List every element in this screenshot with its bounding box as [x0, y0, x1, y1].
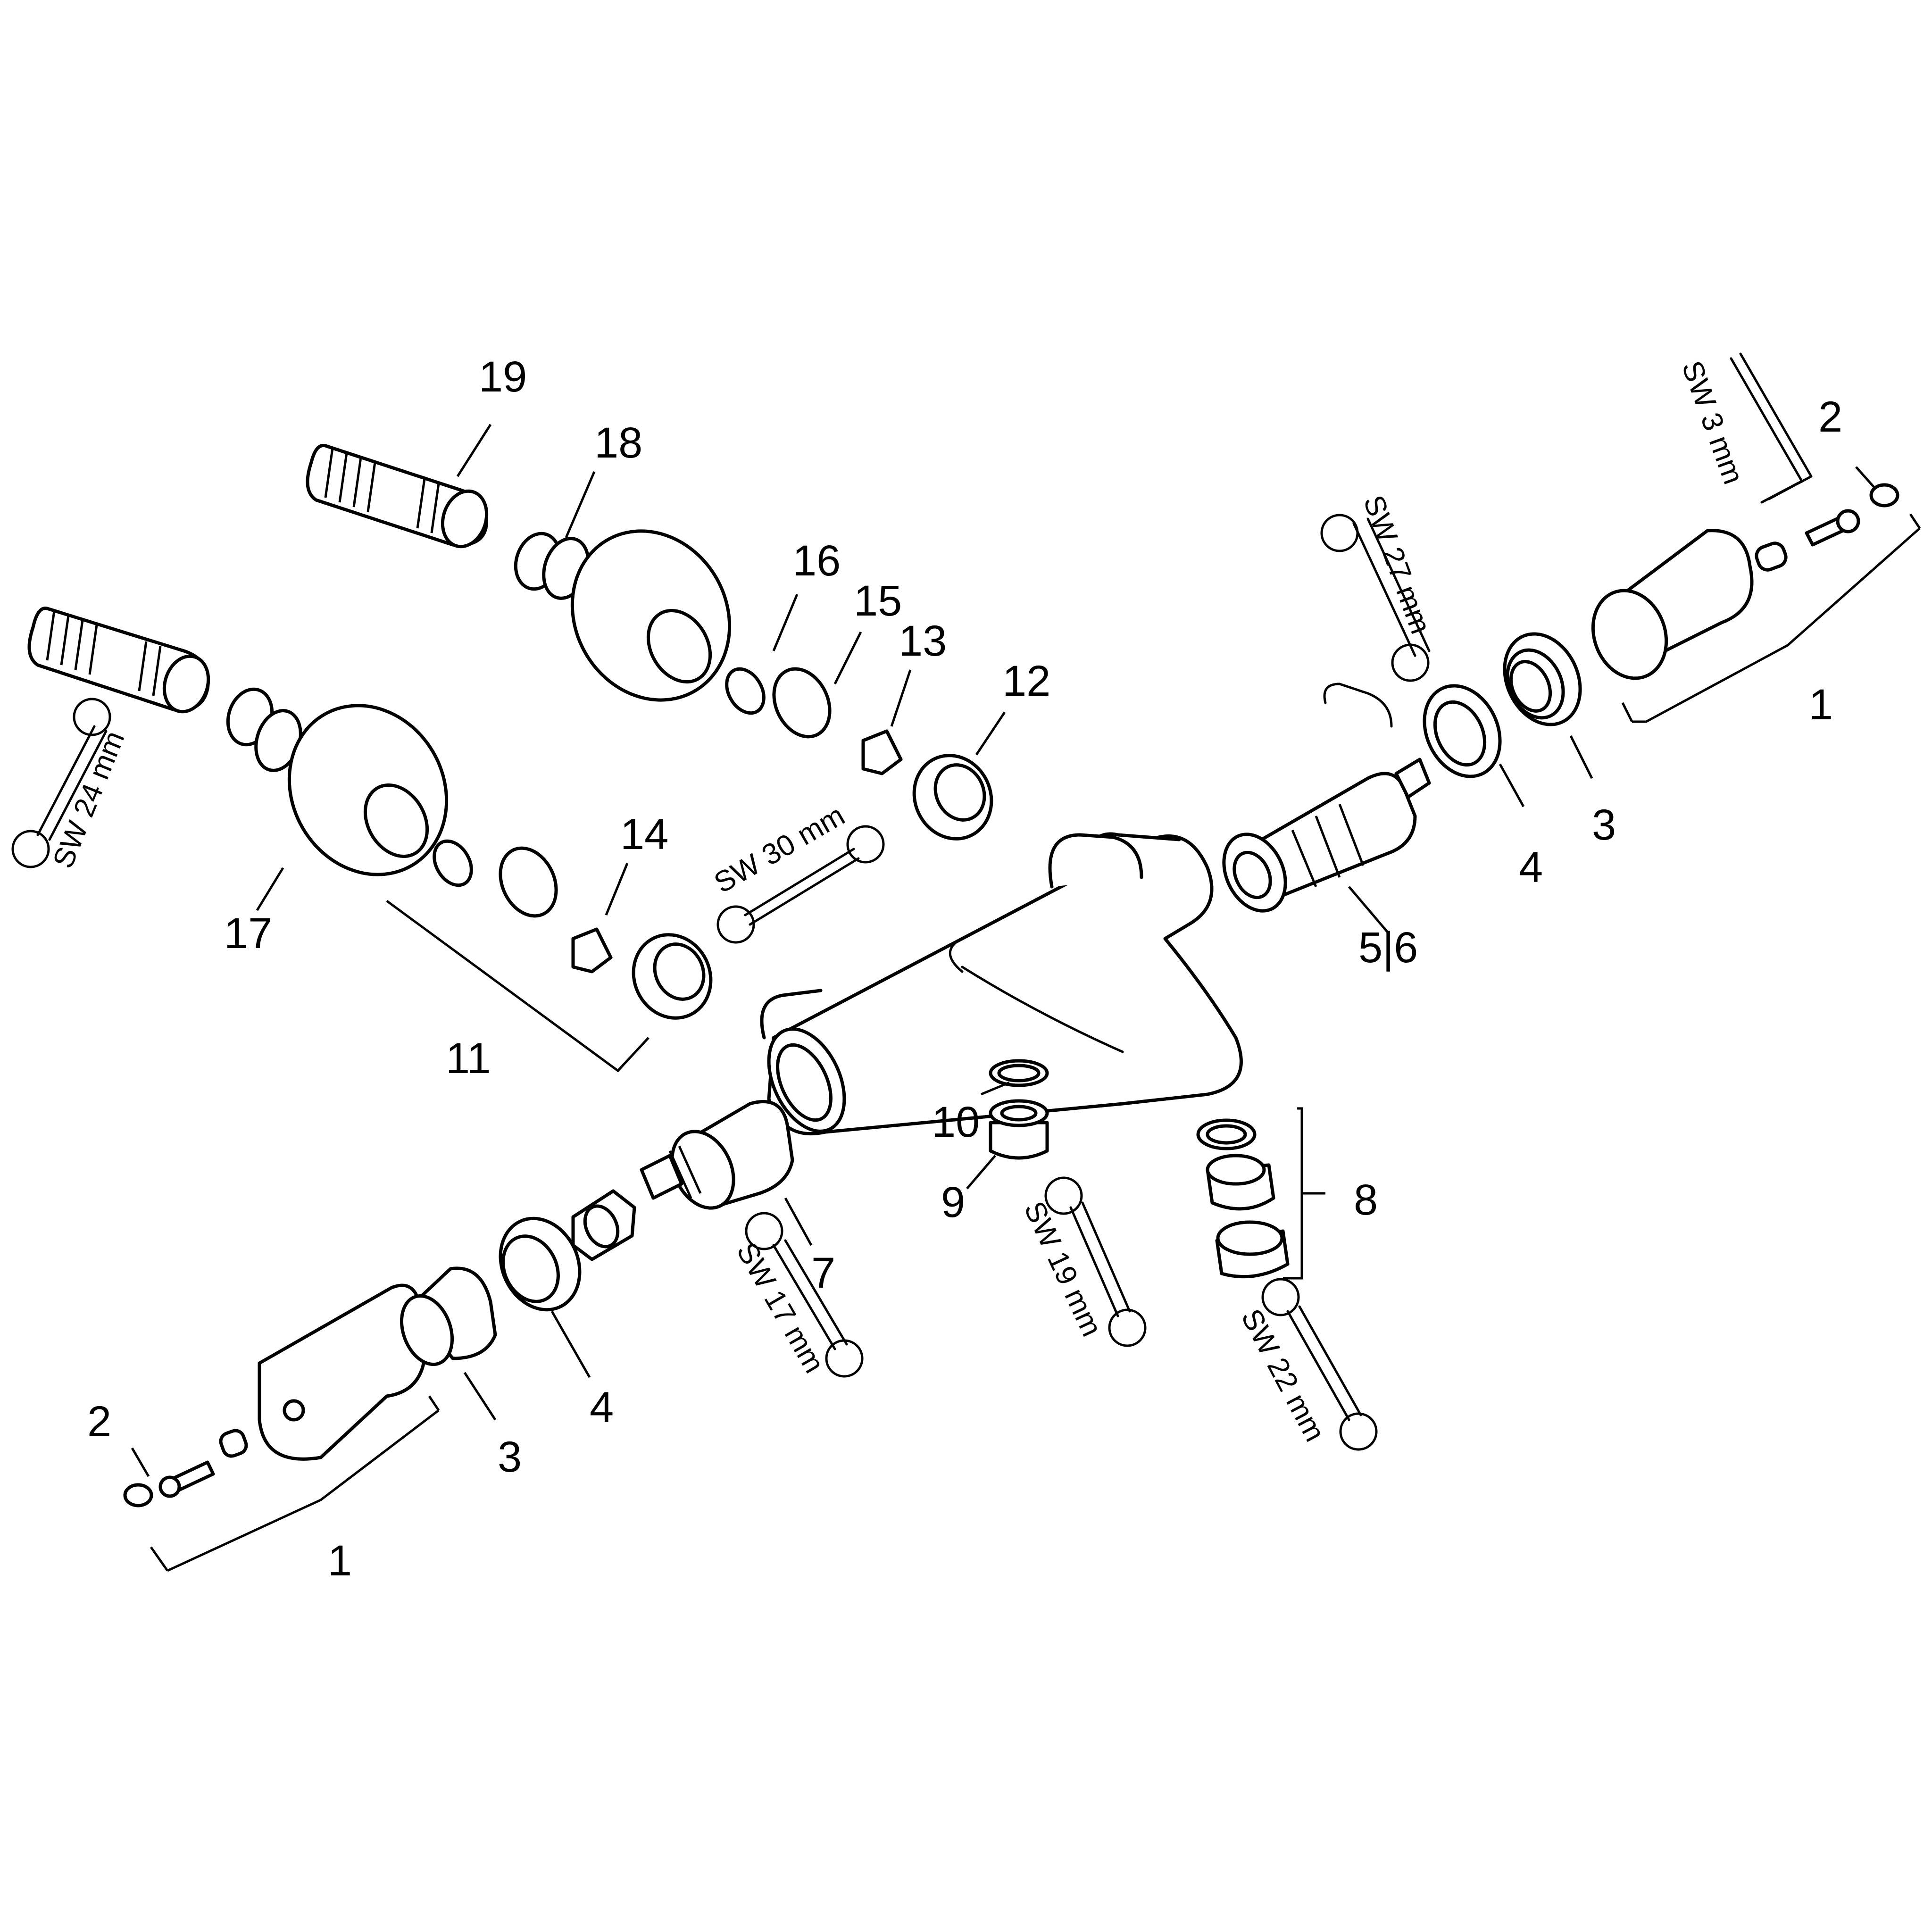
label-part-1-right: 1: [1809, 681, 1833, 729]
label-part-18: 18: [594, 419, 642, 467]
label-part-19: 19: [479, 353, 527, 401]
brackets-and-leaders: [131, 424, 1921, 1572]
label-sw-3: SW 3 mm: [1675, 357, 1750, 488]
left-handle-assembly: [123, 1100, 794, 1507]
label-sw-24: SW 24 mm: [47, 726, 131, 873]
label-part-12: 12: [1002, 657, 1050, 705]
label-part-4-right: 4: [1519, 843, 1543, 891]
right-handle-assembly: [1222, 352, 1899, 913]
label-part-3-left: 3: [498, 1433, 522, 1481]
part-number-labels: 1 2 3 4 5|6 7 8 9 10 11 12 13 14 15 16 1…: [87, 353, 1842, 1585]
label-part-13: 13: [899, 617, 947, 665]
label-part-17: 17: [224, 909, 272, 958]
supply-connection-parts: [27, 443, 993, 1020]
label-part-2-left: 2: [87, 1398, 111, 1446]
label-part-4-left: 4: [590, 1383, 614, 1432]
label-part-10: 10: [932, 1098, 980, 1146]
label-part-8: 8: [1354, 1176, 1378, 1224]
label-part-9: 9: [941, 1178, 965, 1226]
label-sw-22: SW 22 mm: [1235, 1304, 1332, 1447]
label-part-7: 7: [811, 1249, 835, 1297]
label-part-16: 16: [792, 537, 841, 585]
aerator-parts: [989, 1059, 1290, 1279]
label-part-2-right: 2: [1818, 393, 1842, 441]
label-sw-19: SW 19 mm: [1017, 1197, 1108, 1341]
label-part-3-right: 3: [1592, 801, 1616, 849]
label-part-11: 11: [446, 1034, 491, 1083]
label-part-14: 14: [620, 810, 668, 858]
wrench-icons: [11, 514, 1431, 1451]
label-part-15: 15: [854, 577, 902, 625]
label-sw-30: SW 30 mm: [709, 799, 850, 899]
label-part-1-left: 1: [328, 1537, 352, 1585]
wrench-size-labels: SW 3 mm SW 27 mm SW 30 mm SW 24 mm SW 17…: [47, 357, 1750, 1447]
mixer-body: [760, 832, 1243, 1136]
label-part-5-6: 5|6: [1358, 924, 1418, 972]
